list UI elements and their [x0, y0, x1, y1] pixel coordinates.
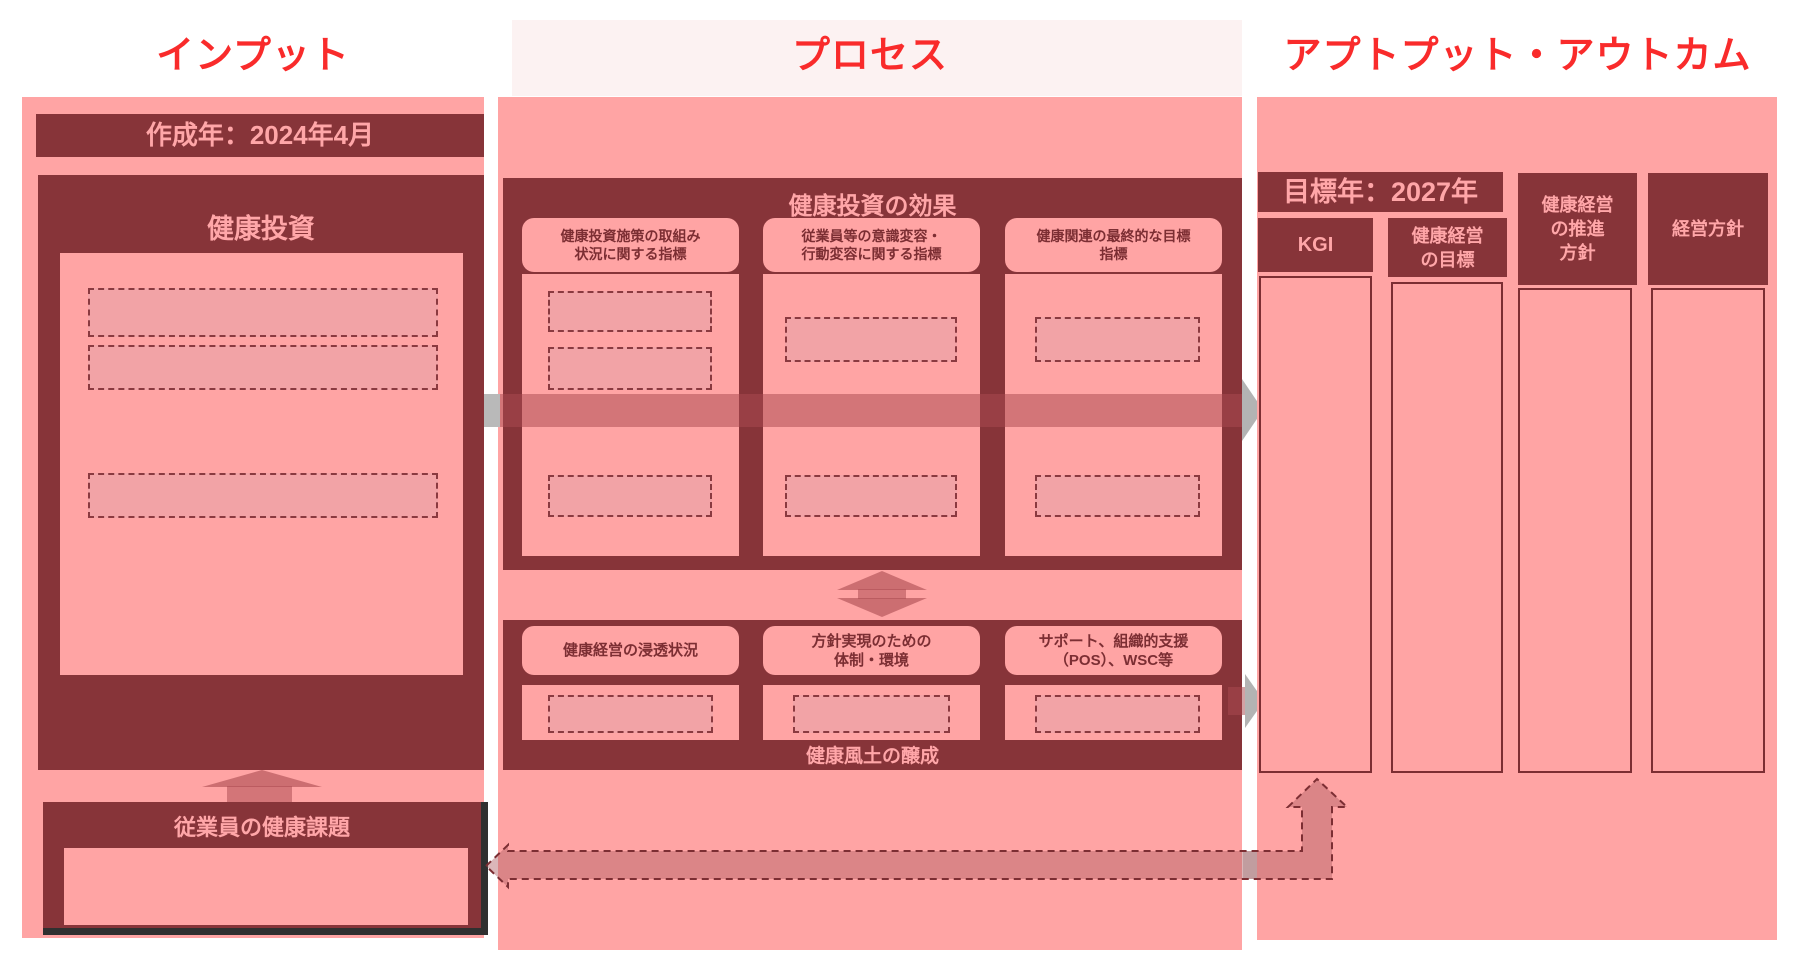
- effect-col1-header: 健康投資施策の取組み 状況に関する指標: [522, 218, 739, 272]
- placeholder-box: [88, 288, 438, 337]
- promotion-policy-header: 健康経営 の推進 方針: [1518, 173, 1637, 285]
- placeholder-box: [548, 291, 712, 332]
- target-year-bar: 目標年：2027年: [1258, 172, 1503, 212]
- placeholder-box: [785, 317, 957, 362]
- double-arrow-up-icon: [837, 571, 927, 590]
- up-arrow-shaft: [227, 786, 292, 802]
- output-column-title: アプトプット・アウトカム: [1283, 35, 1752, 77]
- double-arrow-shaft: [858, 589, 906, 599]
- support-flow-arrow-stub: [1228, 687, 1245, 715]
- effect-col3-header: 健康関連の最終的な目標 指標: [1005, 218, 1222, 272]
- climate-col3-header: サポート、組織的支援 （POS）、WSC等: [1005, 626, 1222, 675]
- double-arrow-down-icon: [837, 598, 927, 617]
- process-column-title: プロセス: [791, 35, 948, 77]
- placeholder-box: [1035, 317, 1200, 362]
- kgi-content: [1259, 276, 1372, 773]
- placeholder-box: [548, 475, 712, 517]
- health-climate-title: 健康風土の醸成: [805, 746, 939, 767]
- placeholder-box: [785, 475, 957, 517]
- placeholder-box: [793, 695, 950, 733]
- placeholder-box: [548, 695, 713, 733]
- placeholder-box: [88, 345, 438, 390]
- investment-effect-title: 健康投資の効果: [788, 193, 957, 220]
- process-title-band: [512, 20, 1242, 96]
- main-flow-arrow-body: [500, 394, 1242, 427]
- input-column-title: インプット: [156, 35, 350, 77]
- placeholder-box: [88, 473, 438, 518]
- main-flow-arrow-stub: [484, 394, 500, 427]
- effect-col2-header: 従業員等の意識変容・ 行動変容に関する指標: [763, 218, 980, 272]
- employee-issues-title: 従業員の健康課題: [173, 815, 350, 840]
- business-policy-header: 経営方針: [1648, 173, 1768, 285]
- climate-col1-header: 健康経営の浸透状況: [522, 626, 739, 675]
- feedback-arrow: [484, 777, 1350, 890]
- management-goal-content: [1391, 282, 1503, 773]
- placeholder-box: [1035, 475, 1200, 517]
- up-arrow-icon: [202, 770, 322, 787]
- feedback-arrow-gap-segment: [1243, 851, 1257, 879]
- kgi-header: KGI: [1258, 218, 1373, 272]
- promotion-policy-content: [1518, 288, 1632, 773]
- business-policy-content: [1651, 288, 1765, 773]
- employee-issues-content: [64, 848, 468, 925]
- placeholder-box: [548, 347, 712, 390]
- created-year-bar: 作成年：2024年4月: [36, 114, 484, 157]
- climate-col2-header: 方針実現のための 体制・環境: [763, 626, 980, 675]
- management-goal-header: 健康経営 の目標: [1388, 218, 1507, 277]
- placeholder-box: [1035, 695, 1200, 733]
- health-investment-title: 健康投資: [207, 214, 315, 244]
